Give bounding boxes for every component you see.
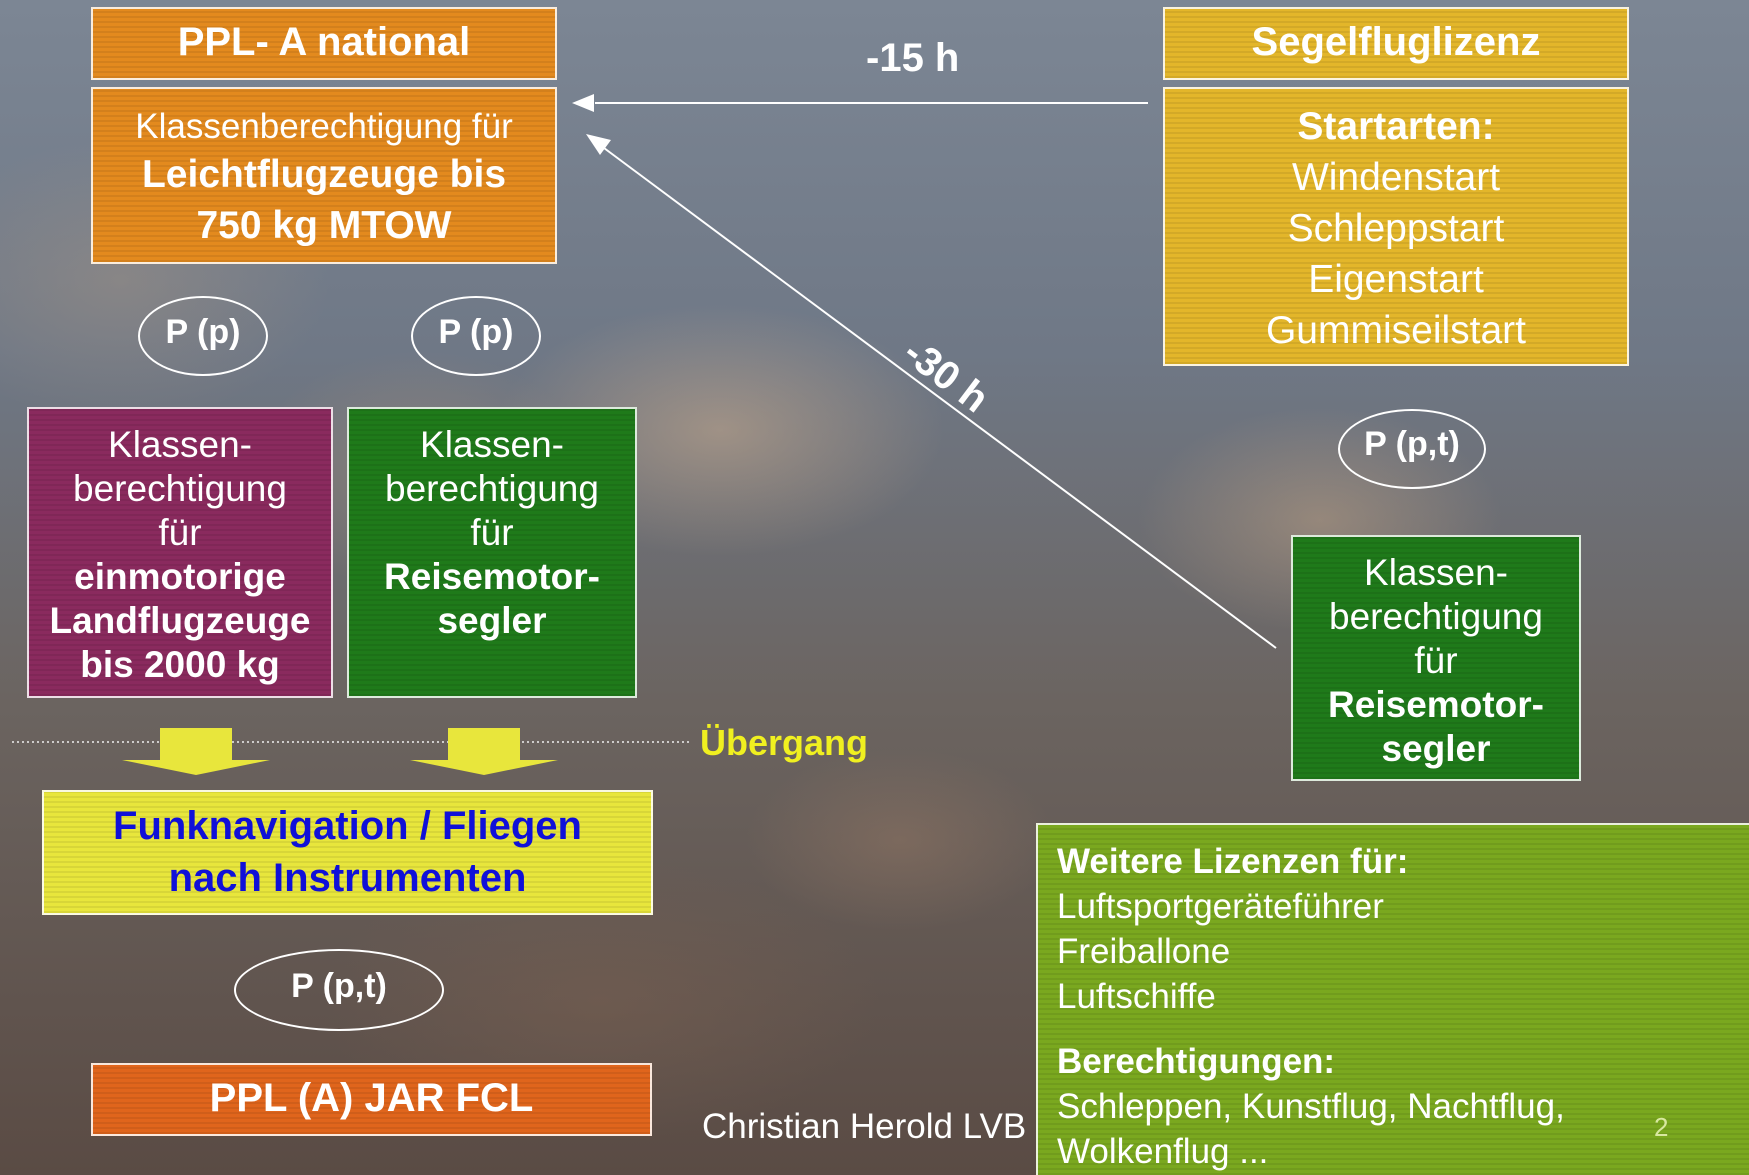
startarten-heading: Startarten: <box>1297 105 1495 148</box>
oval-prufung-bottom: P (p,t) <box>234 949 444 1031</box>
class-rating-tmg-right-box: Klassen- berechtigung für Reisemotor- se… <box>1291 535 1581 781</box>
ppl-national-box: Klassenberechtigung für Leichtflugzeuge … <box>91 87 557 264</box>
tmg-right-bold2: segler <box>1381 728 1491 769</box>
class-rating-tmg-box: Klassen- berechtigung für Reisemotor- se… <box>347 407 637 698</box>
radio-navigation-box: Funknavigation / Fliegen nach Instrument… <box>42 790 653 915</box>
further-licenses-box: Weitere Lizenzen für: Luftsportgerätefüh… <box>1036 823 1749 1175</box>
further-licenses-heading: Weitere Lizenzen für: <box>1057 842 1409 881</box>
tmg-bold2: segler <box>437 600 547 641</box>
ratings-line1: Schleppen, Kunstflug, Nachtflug, <box>1057 1087 1565 1126</box>
startart-item: Schleppstart <box>1287 207 1505 250</box>
radio-nav-line2: nach Instrumenten <box>168 856 527 900</box>
ppl-jar-fcl-box: PPL (A) JAR FCL <box>91 1063 652 1136</box>
tmg-bold1: Reisemotor- <box>384 556 600 597</box>
down-arrow-right <box>410 728 558 775</box>
tmg-right-line2: berechtigung <box>1329 596 1543 637</box>
startart-item: Windenstart <box>1291 156 1501 199</box>
ppl-national-line1: Klassenberechtigung für <box>135 107 513 146</box>
arrow-15h-label: -15 h <box>866 36 960 80</box>
sep-bold3: bis 2000 kg <box>80 644 280 685</box>
tmg-right-bold1: Reisemotor- <box>1328 684 1544 725</box>
segelflug-box: Startarten: Windenstart Schleppstart Eig… <box>1163 87 1629 366</box>
ppl-national-title: PPL- A national <box>91 7 557 80</box>
arrow-30h-head <box>586 134 611 155</box>
ppl-national-line3: 750 kg MTOW <box>196 204 452 247</box>
sep-bold1: einmotorige <box>74 556 286 597</box>
footer-author: Christian Herold LVB <box>702 1107 1027 1146</box>
arrow-15h-head <box>572 94 594 112</box>
further-license-item: Luftschiffe <box>1057 977 1216 1016</box>
sep-bold2: Landflugzeuge <box>49 600 311 641</box>
down-arrow-left <box>122 728 270 775</box>
slide-number: 2 <box>1654 1112 1669 1142</box>
sep-line3: für <box>158 512 202 553</box>
tmg-right-line3: für <box>1414 640 1458 681</box>
further-license-item: Luftsportgeräteführer <box>1057 887 1384 926</box>
transition-label: Übergang <box>700 722 869 763</box>
tmg-right-line1: Klassen- <box>1364 552 1508 593</box>
sep-line1: Klassen- <box>108 424 252 465</box>
class-rating-sep-box: Klassen- berechtigung für einmotorige La… <box>27 407 333 698</box>
tmg-line3: für <box>470 512 514 553</box>
ratings-heading: Berechtigungen: <box>1057 1042 1336 1081</box>
tmg-line2: berechtigung <box>385 468 599 509</box>
ratings-line2: Wolkenflug ... <box>1057 1132 1269 1171</box>
radio-nav-line1: Funknavigation / Fliegen <box>113 804 582 848</box>
ppl-national-line2: Leichtflugzeuge bis <box>141 153 507 196</box>
oval-prufung-right: P (p,t) <box>1338 409 1486 489</box>
startart-item: Eigenstart <box>1308 258 1484 301</box>
segelflug-title: Segelfluglizenz <box>1163 7 1629 80</box>
tmg-line1: Klassen- <box>420 424 564 465</box>
startart-item: Gummiseilstart <box>1265 309 1527 352</box>
sep-line2: berechtigung <box>73 468 287 509</box>
arrow-30h-line <box>603 147 1277 649</box>
oval-prufung-mid: P (p) <box>411 296 541 376</box>
oval-prufung-left: P (p) <box>138 296 268 376</box>
further-license-item: Freiballone <box>1057 932 1231 971</box>
